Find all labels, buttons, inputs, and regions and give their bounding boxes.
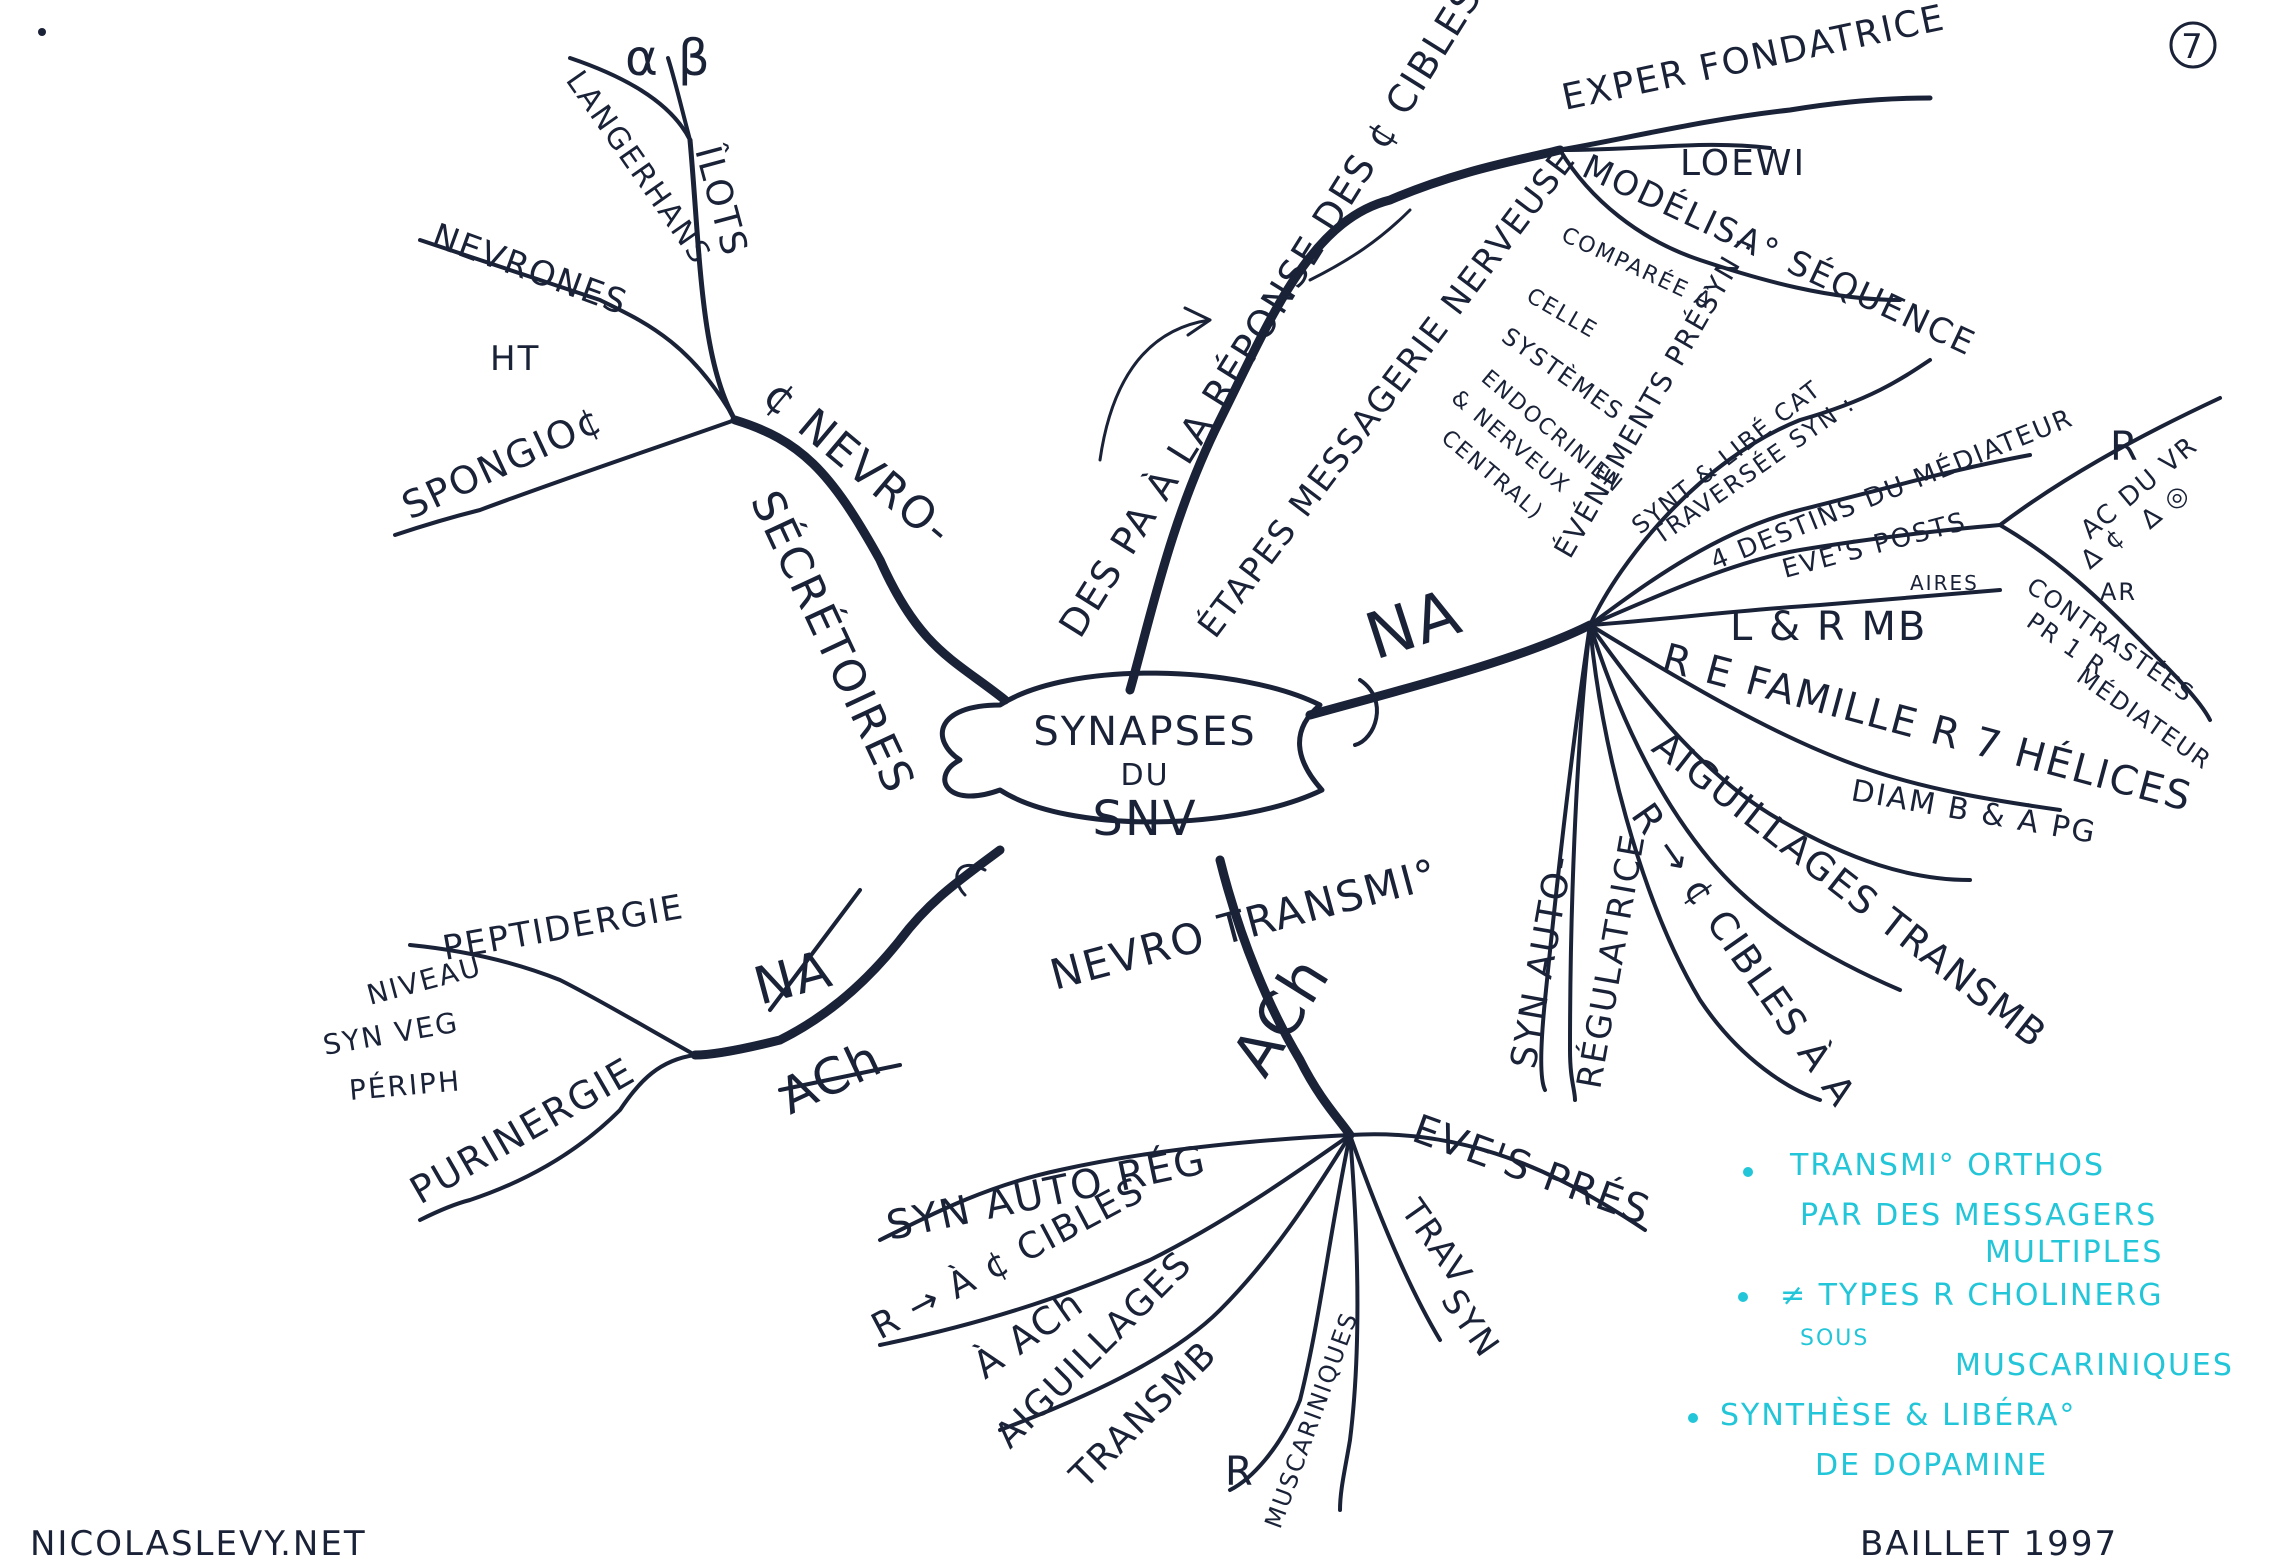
niveau-line3: PÉRIPH (348, 1063, 463, 1107)
center-node: SYNAPSES DU SNV (940, 670, 1325, 847)
loewi-label: LOEWI (1680, 143, 1806, 184)
trav-syn-line2: SYN (1433, 1282, 1508, 1365)
svg-text:ACh: ACh (771, 1029, 892, 1126)
r-label: R (2110, 424, 2140, 470)
niveau-line1: NIVEAU (363, 949, 485, 1011)
ink-dot (38, 28, 46, 36)
neurotransm-label-part1: NEVRO TRANSMI° (1045, 849, 1444, 1000)
ht-label: HT (490, 339, 540, 379)
na-label: NA (1357, 575, 1471, 675)
note2-line1: ≠ TYPES R CHOLINERG (1780, 1278, 2164, 1313)
crossed-ach: ACh (771, 1029, 902, 1126)
lrmb-label: L & R MB (1730, 604, 1927, 650)
note-bullet-2 (1738, 1292, 1748, 1302)
note3-line1: SYNTHÈSE & LIBÉRA° (1720, 1397, 2076, 1433)
alpha-beta-label: α β (625, 29, 712, 87)
ar-arrow-label: AR (2100, 578, 2137, 606)
note-bullet-1 (1743, 1167, 1753, 1177)
r-ach-label: R (1225, 1449, 1255, 1495)
na-branch: NA ÉVÉNEMENTS PRÉSYN : SYNT & LIBÉ CAT T… (1357, 230, 2218, 1115)
niveau-line2: SYN VEG (320, 1006, 461, 1062)
evets-pres-label: EVE'S PRÉS (1407, 1104, 1658, 1234)
center-title-line3: SNV (1092, 791, 1197, 847)
branch-lines (393, 56, 2222, 1512)
regulatrice-label: RÉGULATRICE (1568, 830, 1653, 1092)
footer-website: NICOLASLEVY.NET (30, 1524, 367, 1561)
page-number: 7 (2169, 21, 2217, 69)
footer-author-year: BAILLET 1997 (1860, 1524, 2118, 1561)
note3-line2: DE DOPAMINE (1815, 1448, 2048, 1483)
note1-line1: TRANSMI° ORTHOS (1789, 1148, 2105, 1183)
aires-label: AIRES (1910, 571, 1979, 595)
center-title-line1: SYNAPSES (1033, 709, 1256, 755)
note1-line2: PAR DES MESSAGERS (1800, 1198, 2157, 1233)
note2-line3: MUSCARINIQUES (1955, 1348, 2234, 1383)
center-title-line2: DU (1120, 758, 1169, 793)
comparee-line2: CELLE (1522, 284, 1602, 344)
svg-text:7: 7 (2181, 27, 2205, 67)
note-bullet-3 (1688, 1413, 1698, 1423)
notes-block: TRANSMI° ORTHOS PAR DES MESSAGERS MULTIP… (1688, 1148, 2234, 1483)
note2-line2: SOUS (1800, 1326, 1869, 1351)
ach-label: ACh (1218, 944, 1344, 1088)
note1-line3: MULTIPLES (1985, 1235, 2163, 1270)
spongio-label: SPONGIO¢ (395, 397, 609, 528)
neurones-label: NEVRONES (427, 216, 633, 324)
neurosecretory-branch: ¢ NEVRO- SÉCRÉTOIRES ÎLOTS LANGERHANS α … (395, 29, 963, 802)
